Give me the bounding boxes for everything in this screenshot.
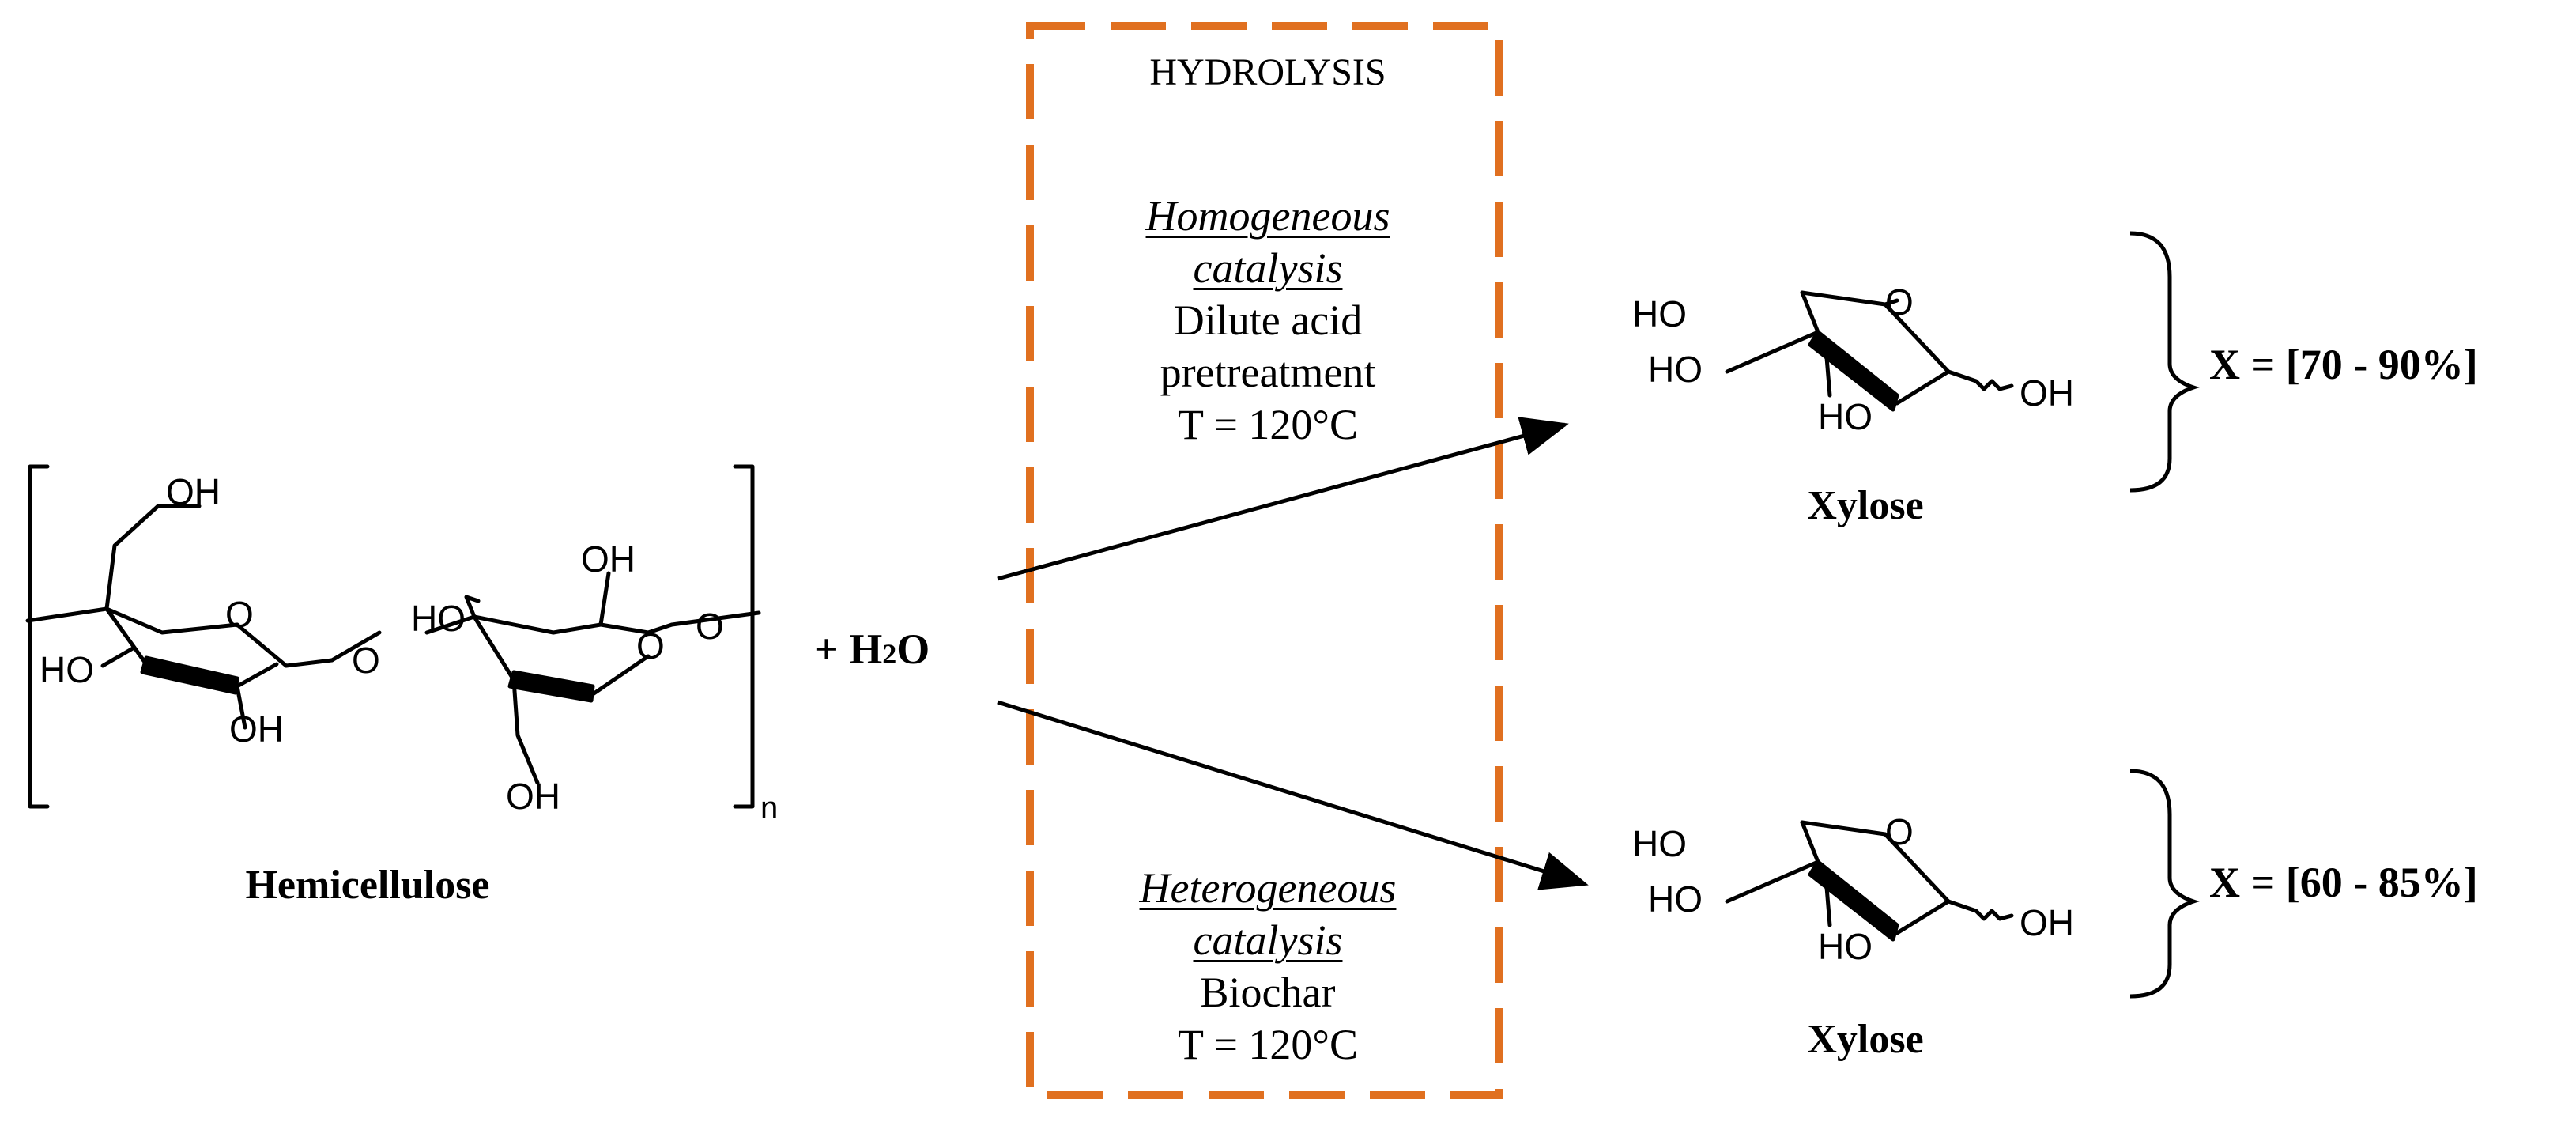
atom-ho: HO xyxy=(1648,349,1703,390)
atom-ho: HO xyxy=(411,598,466,639)
atom-oh: OH xyxy=(166,471,221,512)
brace-bottom xyxy=(2129,769,2200,999)
product-label-1: Xylose xyxy=(1807,483,1924,528)
atom-oh: OH xyxy=(506,776,560,817)
homogeneous-catalysis-block: Homogeneous catalysis Dilute acid pretre… xyxy=(1062,190,1473,451)
homogeneous-temperature: T = 120°C xyxy=(1177,401,1359,448)
product-label-2: Xylose xyxy=(1807,1017,1924,1062)
atom-oh: OH xyxy=(2020,372,2074,414)
atom-o: O xyxy=(1885,811,1914,852)
atom-ho: HO xyxy=(1632,293,1687,334)
heterogeneous-detail-line1: Biochar xyxy=(1200,969,1336,1016)
homogeneous-heading-line2: catalysis xyxy=(1193,244,1343,292)
atom-oh: OH xyxy=(229,708,284,750)
atom-ho: HO xyxy=(1632,823,1687,864)
arrow-to-heterogeneous-product xyxy=(997,700,1589,890)
water-coreactant: + H2O xyxy=(814,625,930,673)
heterogeneous-heading-line2: catalysis xyxy=(1193,916,1343,964)
atom-o: O xyxy=(352,640,380,681)
xylose-structure-2 xyxy=(1725,820,2014,942)
hydrolysis-box xyxy=(1026,22,1503,1099)
arrow-to-homogeneous-product xyxy=(997,417,1569,581)
homogeneous-detail-line2: pretreatment xyxy=(1160,349,1376,396)
hemicellulose-structure xyxy=(25,464,761,809)
left-bracket xyxy=(28,464,50,809)
atom-o: O xyxy=(696,606,724,647)
repeat-subscript: n xyxy=(760,791,779,825)
ring1-wedge-bottom xyxy=(140,655,239,695)
hydrolysis-title: HYDROLYSIS xyxy=(1149,51,1386,93)
conversion-1: X = [70 - 90%] xyxy=(2209,341,2478,388)
atom-o: O xyxy=(636,625,665,667)
homogeneous-detail-line1: Dilute acid xyxy=(1173,297,1363,344)
ring2-wedge-bottom xyxy=(507,670,595,703)
homogeneous-heading-line1: Homogeneous xyxy=(1145,192,1390,240)
hemicellulose-label: Hemicellulose xyxy=(245,863,490,908)
right-bracket xyxy=(733,464,755,809)
atom-o: O xyxy=(225,594,254,635)
heterogeneous-heading-line1: Heterogeneous xyxy=(1139,864,1397,912)
heterogeneous-catalysis-block: Heterogeneous catalysis Biochar T = 120°… xyxy=(1062,862,1473,1071)
heterogeneous-temperature: T = 120°C xyxy=(1177,1021,1359,1068)
atom-oh: OH xyxy=(2020,902,2074,943)
atom-ho: HO xyxy=(1648,878,1703,920)
atom-ho: HO xyxy=(1818,396,1873,437)
xylose-structure-1 xyxy=(1725,290,2014,412)
atom-o: O xyxy=(1885,281,1914,323)
atom-ho: HO xyxy=(1818,926,1873,967)
brace-top xyxy=(2129,231,2200,493)
atom-oh: OH xyxy=(581,538,636,580)
atom-ho: HO xyxy=(40,649,94,690)
conversion-2: X = [60 - 85%] xyxy=(2209,859,2478,906)
